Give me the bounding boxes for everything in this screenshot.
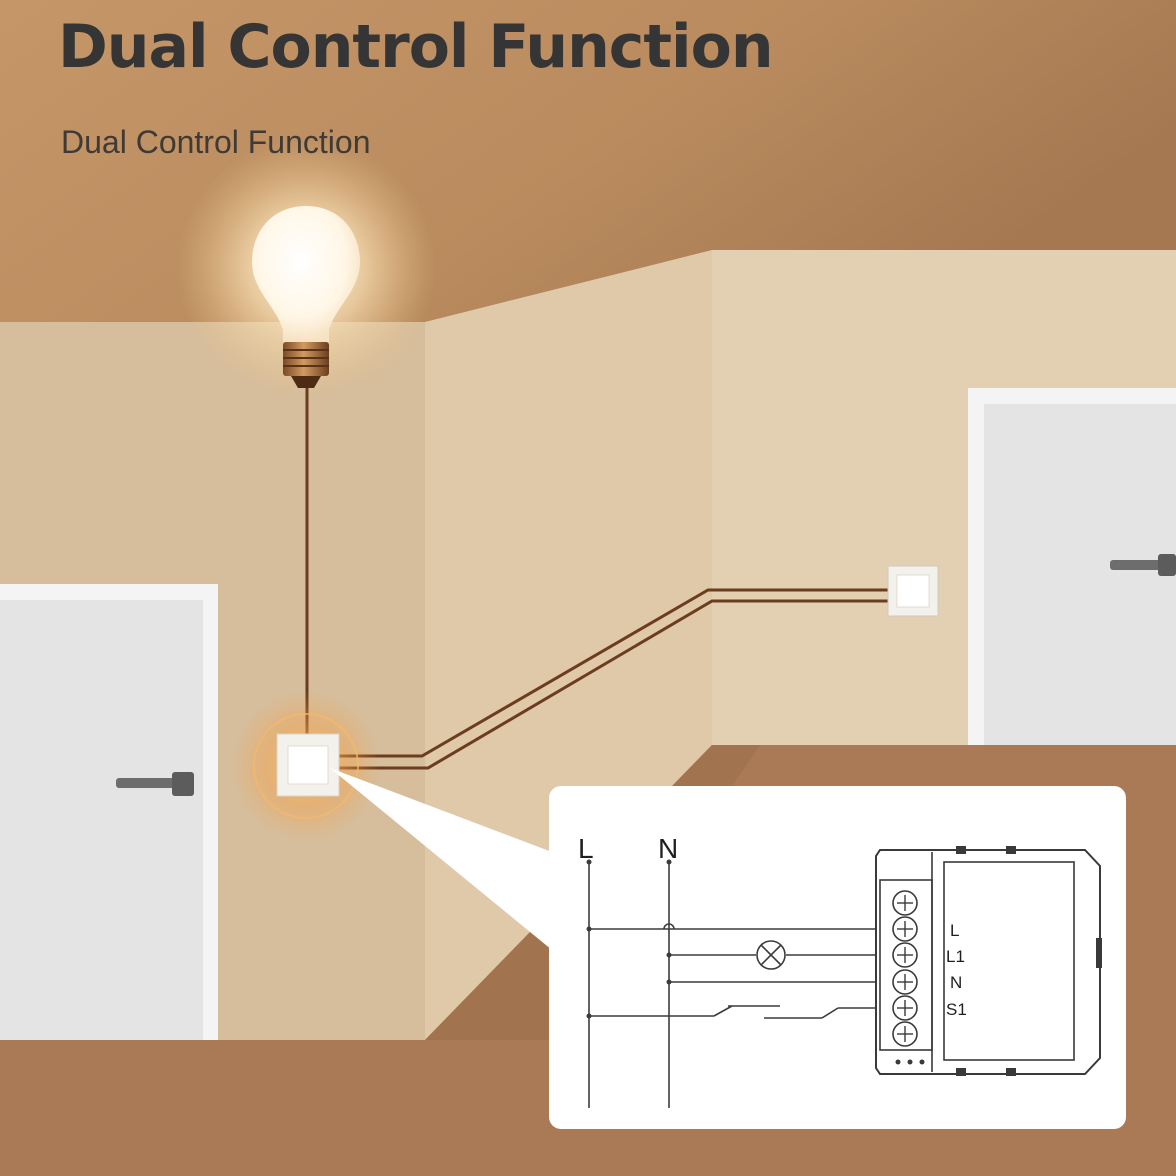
terminal-label-n: N	[950, 973, 962, 992]
page-subtitle: Dual Control Function	[61, 124, 371, 160]
door-handle-left[interactable]	[116, 778, 174, 788]
page-title: Dual Control Function	[58, 12, 774, 82]
terminal-label-l: L	[950, 921, 959, 940]
lamp-symbol-icon	[756, 940, 786, 970]
smart-switch-module	[875, 846, 1102, 1076]
door-handle-right[interactable]	[1110, 560, 1170, 570]
wiring-diagram-panel: L N	[549, 786, 1126, 1129]
wall-switch-main[interactable]	[232, 692, 380, 840]
bus-label-neutral: N	[658, 833, 678, 864]
wiring	[305, 380, 890, 770]
light-bulb-icon	[252, 206, 360, 388]
bus-label-live: L	[578, 833, 594, 864]
callout-pointer	[330, 768, 552, 950]
terminal-label-s1: S1	[946, 1000, 967, 1019]
door-left[interactable]	[0, 584, 218, 1040]
wall-switch-secondary[interactable]	[887, 565, 939, 617]
door-right[interactable]	[968, 388, 1176, 745]
terminal-label-l1: L1	[946, 947, 965, 966]
